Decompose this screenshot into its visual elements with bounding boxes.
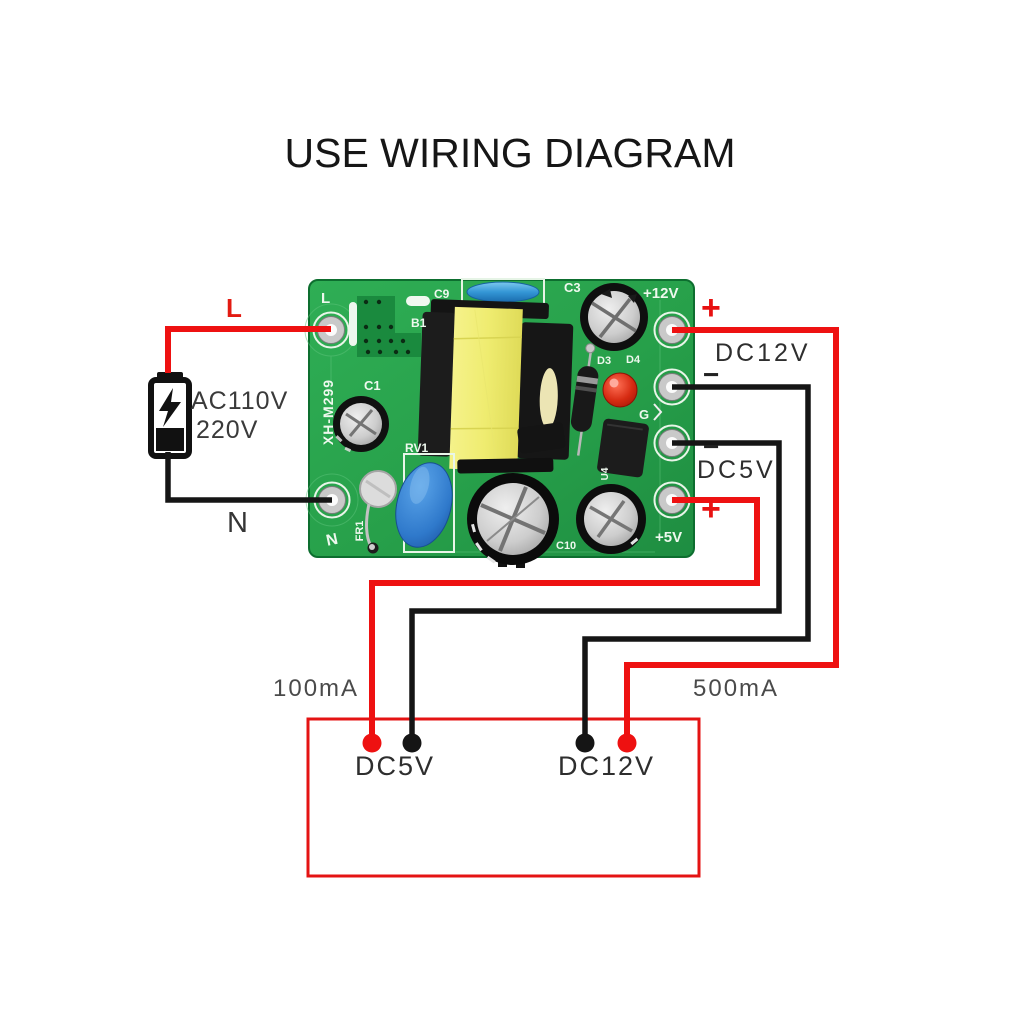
wire-neutral-black xyxy=(165,452,332,503)
silk-b1: B1 xyxy=(411,316,427,330)
plus12-sign: + xyxy=(701,289,721,327)
silk-c10: C10 xyxy=(556,540,576,552)
diode-d2 xyxy=(570,343,599,456)
transistor-u4 xyxy=(597,418,649,478)
dot-5v-positive xyxy=(362,733,382,753)
page-title: USE WIRING DIAGRAM xyxy=(284,130,736,176)
input-voltage-line1: AC110V xyxy=(191,387,289,415)
silk-d3: D3 xyxy=(597,355,611,367)
transformer xyxy=(417,299,574,474)
load-dc5v-label: DC5V xyxy=(355,751,436,781)
pcb-silkscreen: L C9 B1 C3 +12V C1 XH-M299 RV1 FR1 N D3 … xyxy=(320,280,682,552)
footprint-region xyxy=(357,296,421,357)
lightning-bolt-icon xyxy=(159,388,181,427)
dot-12v-negative xyxy=(575,733,595,753)
silk-g: G xyxy=(639,407,649,422)
dc5v-minus-sign: − xyxy=(703,431,720,462)
capacitor-c1 xyxy=(333,396,389,453)
wire-5v-positive-red xyxy=(369,497,760,740)
silk-d4: D4 xyxy=(626,354,641,366)
component-fr1 xyxy=(359,470,397,554)
silk-model: XH-M299 xyxy=(320,379,336,445)
silk-rv1: RV1 xyxy=(405,441,428,455)
capacitor-c3 xyxy=(580,283,648,351)
wire-5v-negative-black xyxy=(409,440,782,740)
silk-c9: C9 xyxy=(434,287,450,301)
led-indicator xyxy=(602,372,638,408)
varistor-rv1 xyxy=(395,453,455,553)
neutral-label: N xyxy=(227,507,248,539)
wires xyxy=(165,326,839,740)
load-box xyxy=(306,717,701,878)
current-500ma-label: 500mA xyxy=(693,675,780,702)
silk-pill xyxy=(406,296,430,306)
silk-n: N xyxy=(325,531,340,550)
dc12v-output-label: DC12V xyxy=(715,339,811,367)
wire-live-red xyxy=(165,326,331,373)
wire-12v-positive-red xyxy=(624,327,839,740)
silk-u4: U4 xyxy=(600,467,611,480)
g-bracket xyxy=(653,403,663,421)
input-voltage-line2: 220V xyxy=(196,416,259,444)
current-100ma-label: 100mA xyxy=(273,675,360,702)
routing-slot xyxy=(349,302,357,346)
ac-source-icon xyxy=(148,372,192,459)
silk-c1: C1 xyxy=(364,378,381,393)
silk-c3: C3 xyxy=(564,280,581,295)
junction-dots xyxy=(362,733,637,753)
silk-fr1: FR1 xyxy=(354,521,366,542)
capacitor-c10 xyxy=(576,484,646,554)
plus5-sign: + xyxy=(701,490,721,528)
pcb-module: L C9 B1 C3 +12V C1 XH-M299 RV1 FR1 N D3 … xyxy=(304,278,695,568)
dc12v-minus-sign: − xyxy=(703,359,720,390)
silk-plus5v: +5V xyxy=(655,529,682,546)
live-label: L xyxy=(226,293,242,323)
dc5v-output-label: DC5V xyxy=(697,456,776,484)
dot-5v-negative xyxy=(402,733,422,753)
capacitor-main xyxy=(467,473,559,568)
dot-12v-positive xyxy=(617,733,637,753)
wire-12v-negative-black xyxy=(582,384,811,740)
silk-l: L xyxy=(321,290,330,307)
load-dc12v-label: DC12V xyxy=(558,751,656,781)
silk-plus12v: +12V xyxy=(643,285,678,302)
